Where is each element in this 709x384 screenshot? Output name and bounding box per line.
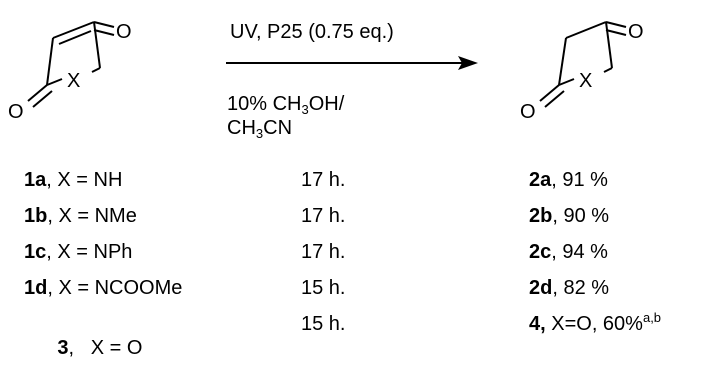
reaction-time: 17 h. [301,169,346,191]
table-row: 1b, X = NMe [24,205,137,227]
condition-solvent-line-1: 10% CH3OH/ [227,93,345,117]
reaction-time: 17 h. [301,205,346,227]
table-row: 3, X = O [57,337,143,359]
reactant-bond-x-c2 [46,78,63,86]
product-yield: 2b, 90 % [529,205,610,227]
footnote-marker: a,b [642,310,662,325]
substrate-id: 1a [24,169,47,191]
reaction-scheme: O X O O X O UV, P25 (0.75 eq.) 10% CH3OH… [8,20,662,359]
product-double-bond-c5-o [605,29,627,36]
reactant-atom-x: X [67,70,80,92]
product-structure [539,21,627,108]
product-bond-c2-o [539,84,560,102]
substrate-id: 1c [24,241,47,263]
substituent-label: X = NPh [51,241,133,263]
condition-reagents: UV, P25 (0.75 eq.) [230,21,394,43]
table-row: 1d, X = NCOOMe [24,277,183,299]
reactant-bond-c5-o [93,21,115,28]
product-double-bond-c2-o [544,90,565,108]
reactant-bond-c4-c5 [93,21,101,69]
reaction-time: 15 h. [301,277,346,299]
substituent-label: X = NCOOMe [52,277,183,299]
product-atom-o-bottom: O [520,101,536,123]
product-id: 2b [529,205,553,227]
product-atom-o-top: O [628,21,644,43]
product-yield: 4, X=O, 60%a,b [529,310,662,335]
product-id: 4, [529,313,546,335]
substituent-label: X = O [74,337,143,359]
product-id: 2a [529,169,552,191]
reactant-structure [27,21,115,108]
product-id: 2d [529,277,553,299]
reactant-double-bond-c5-o [93,29,115,36]
product-atom-x: X [579,70,592,92]
reactant-atom-o-top: O [116,21,132,43]
scheme-drawing: O X O O X O [8,21,644,123]
substituent-label: X = NMe [52,205,137,227]
reaction-arrow [226,56,478,70]
product-bond-c2-c3 [558,37,567,86]
reactant-bond-c2-c3 [46,37,54,86]
product-id: 2c [529,241,552,263]
product-yield: 2a, 91 % [529,169,608,191]
reactant-double-bond-c3-c4 [58,30,92,45]
product-yield: 2c, 94 % [529,241,608,263]
product-bond-c4-c5 [605,21,613,69]
substituent-label: X = NH [51,169,123,191]
reactant-bond-c2-o [27,84,48,102]
reaction-time: 15 h. [301,313,346,335]
product-bond-c3-c4 [565,21,607,39]
reactant-double-bond-c2-o [32,90,53,108]
condition-solvent-line-2: CH3CN [227,117,293,141]
reaction-time: 17 h. [301,241,346,263]
substrate-id: 1d [24,277,48,299]
product-bond-c5-x [603,67,613,73]
table-row: 1c, X = NPh [24,241,133,263]
product-yield: 2d, 82 % [529,277,610,299]
table-row: 1a, X = NH [24,169,123,191]
product-bond-x-c2 [558,78,575,86]
reactant-bond-c5-x [91,67,101,73]
substrate-id: 3 [57,337,69,359]
reactant-bond-c3-c4 [52,21,95,39]
condition-above-arrow: UV, P25 (0.75 eq.) [230,20,394,44]
reactant-atom-o-bottom: O [8,101,24,123]
product-bond-c5-o [605,21,627,28]
substrate-id: 1b [24,205,48,227]
